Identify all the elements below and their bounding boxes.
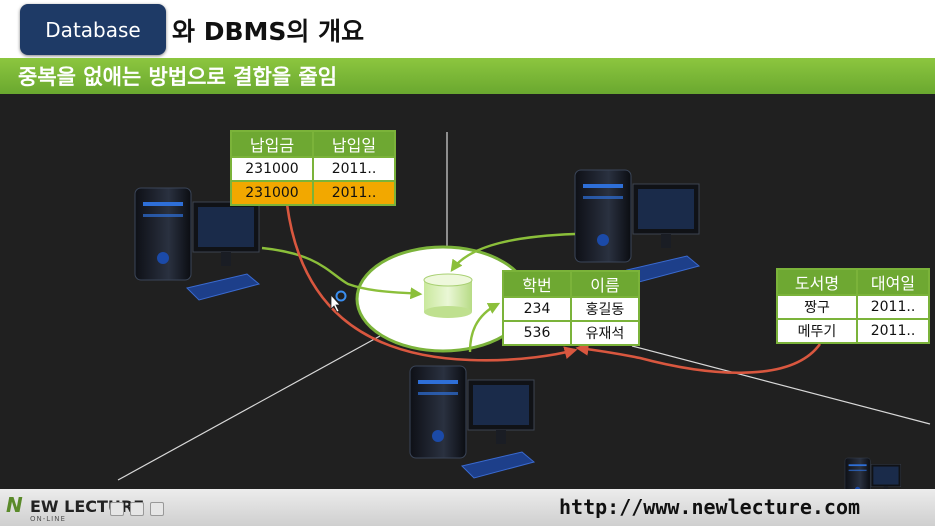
table-cell: 234 [504,298,570,320]
column-header: 납입일 [314,132,394,156]
mouse-cursor-icon [330,293,341,313]
table-row: 짱구 2011.. [778,296,928,318]
table-cell: 2011.. [314,158,394,180]
site-url[interactable]: http://www.newlecture.com [559,495,861,519]
database-badge: Database [20,4,166,55]
table-cell: 유재석 [572,322,638,344]
database-cylinder-icon [423,273,473,318]
player-prev-control[interactable] [110,502,124,516]
table-row: 메뚜기 2011.. [778,320,928,342]
table-cell: 2011.. [858,296,928,318]
arrow-green-bottom [468,302,501,353]
computer-icon [574,169,700,283]
table-row: 536 유재석 [504,322,638,344]
payment-table: 납입금 납입일 231000 2011.. 231000 2011.. [230,130,396,206]
subtitle-bar: 중복을 없애는 방법으로 결합을 줄임 [0,58,935,94]
student-table: 학번 이름 234 홍길동 536 유재석 [502,270,640,346]
footer-bar: N EW LECTURE ON-LINE http://www.newlectu… [0,489,935,526]
player-pause-control[interactable] [130,502,144,516]
table-cell: 메뚜기 [778,320,856,342]
table-cell: 231000 [232,158,312,180]
slide-subtitle: 중복을 없애는 방법으로 결합을 줄임 [18,65,338,89]
table-cell: 홍길동 [572,298,638,320]
guide-line-diagonal [117,335,381,481]
table-row: 231000 2011.. [232,158,394,180]
computer-icon [844,457,902,489]
library-table: 도서명 대여일 짱구 2011.. 메뚜기 2011.. [776,268,930,344]
arrow-red-right [575,342,822,375]
table-row: 234 홍길동 [504,298,638,320]
column-header: 학번 [504,272,570,296]
table-cell-highlighted: 231000 [232,182,312,204]
header-bar: 와 DBMS의 개요 Database [0,0,935,58]
slide-title: 와 DBMS의 개요 [172,17,365,46]
column-header: 납입금 [232,132,312,156]
table-cell-highlighted: 2011.. [314,182,394,204]
arrow-red-left [285,203,578,362]
table-cell: 짱구 [778,296,856,318]
brand-logo: N [6,493,23,517]
arrow-green-right [450,232,576,272]
network-diagram [117,132,931,489]
computer-icon [409,365,535,479]
column-header: 도서명 [778,270,856,294]
brand-subtitle: ON-LINE [30,515,66,523]
table-row: 231000 2011.. [232,182,394,204]
column-header: 이름 [572,272,638,296]
brand-name: EW LECTURE [30,497,145,516]
loading-ring-icon [335,290,347,302]
player-next-control[interactable] [150,502,164,516]
table-cell: 2011.. [858,320,928,342]
column-header: 대여일 [858,270,928,294]
table-cell: 536 [504,322,570,344]
guide-line-right [631,345,931,425]
